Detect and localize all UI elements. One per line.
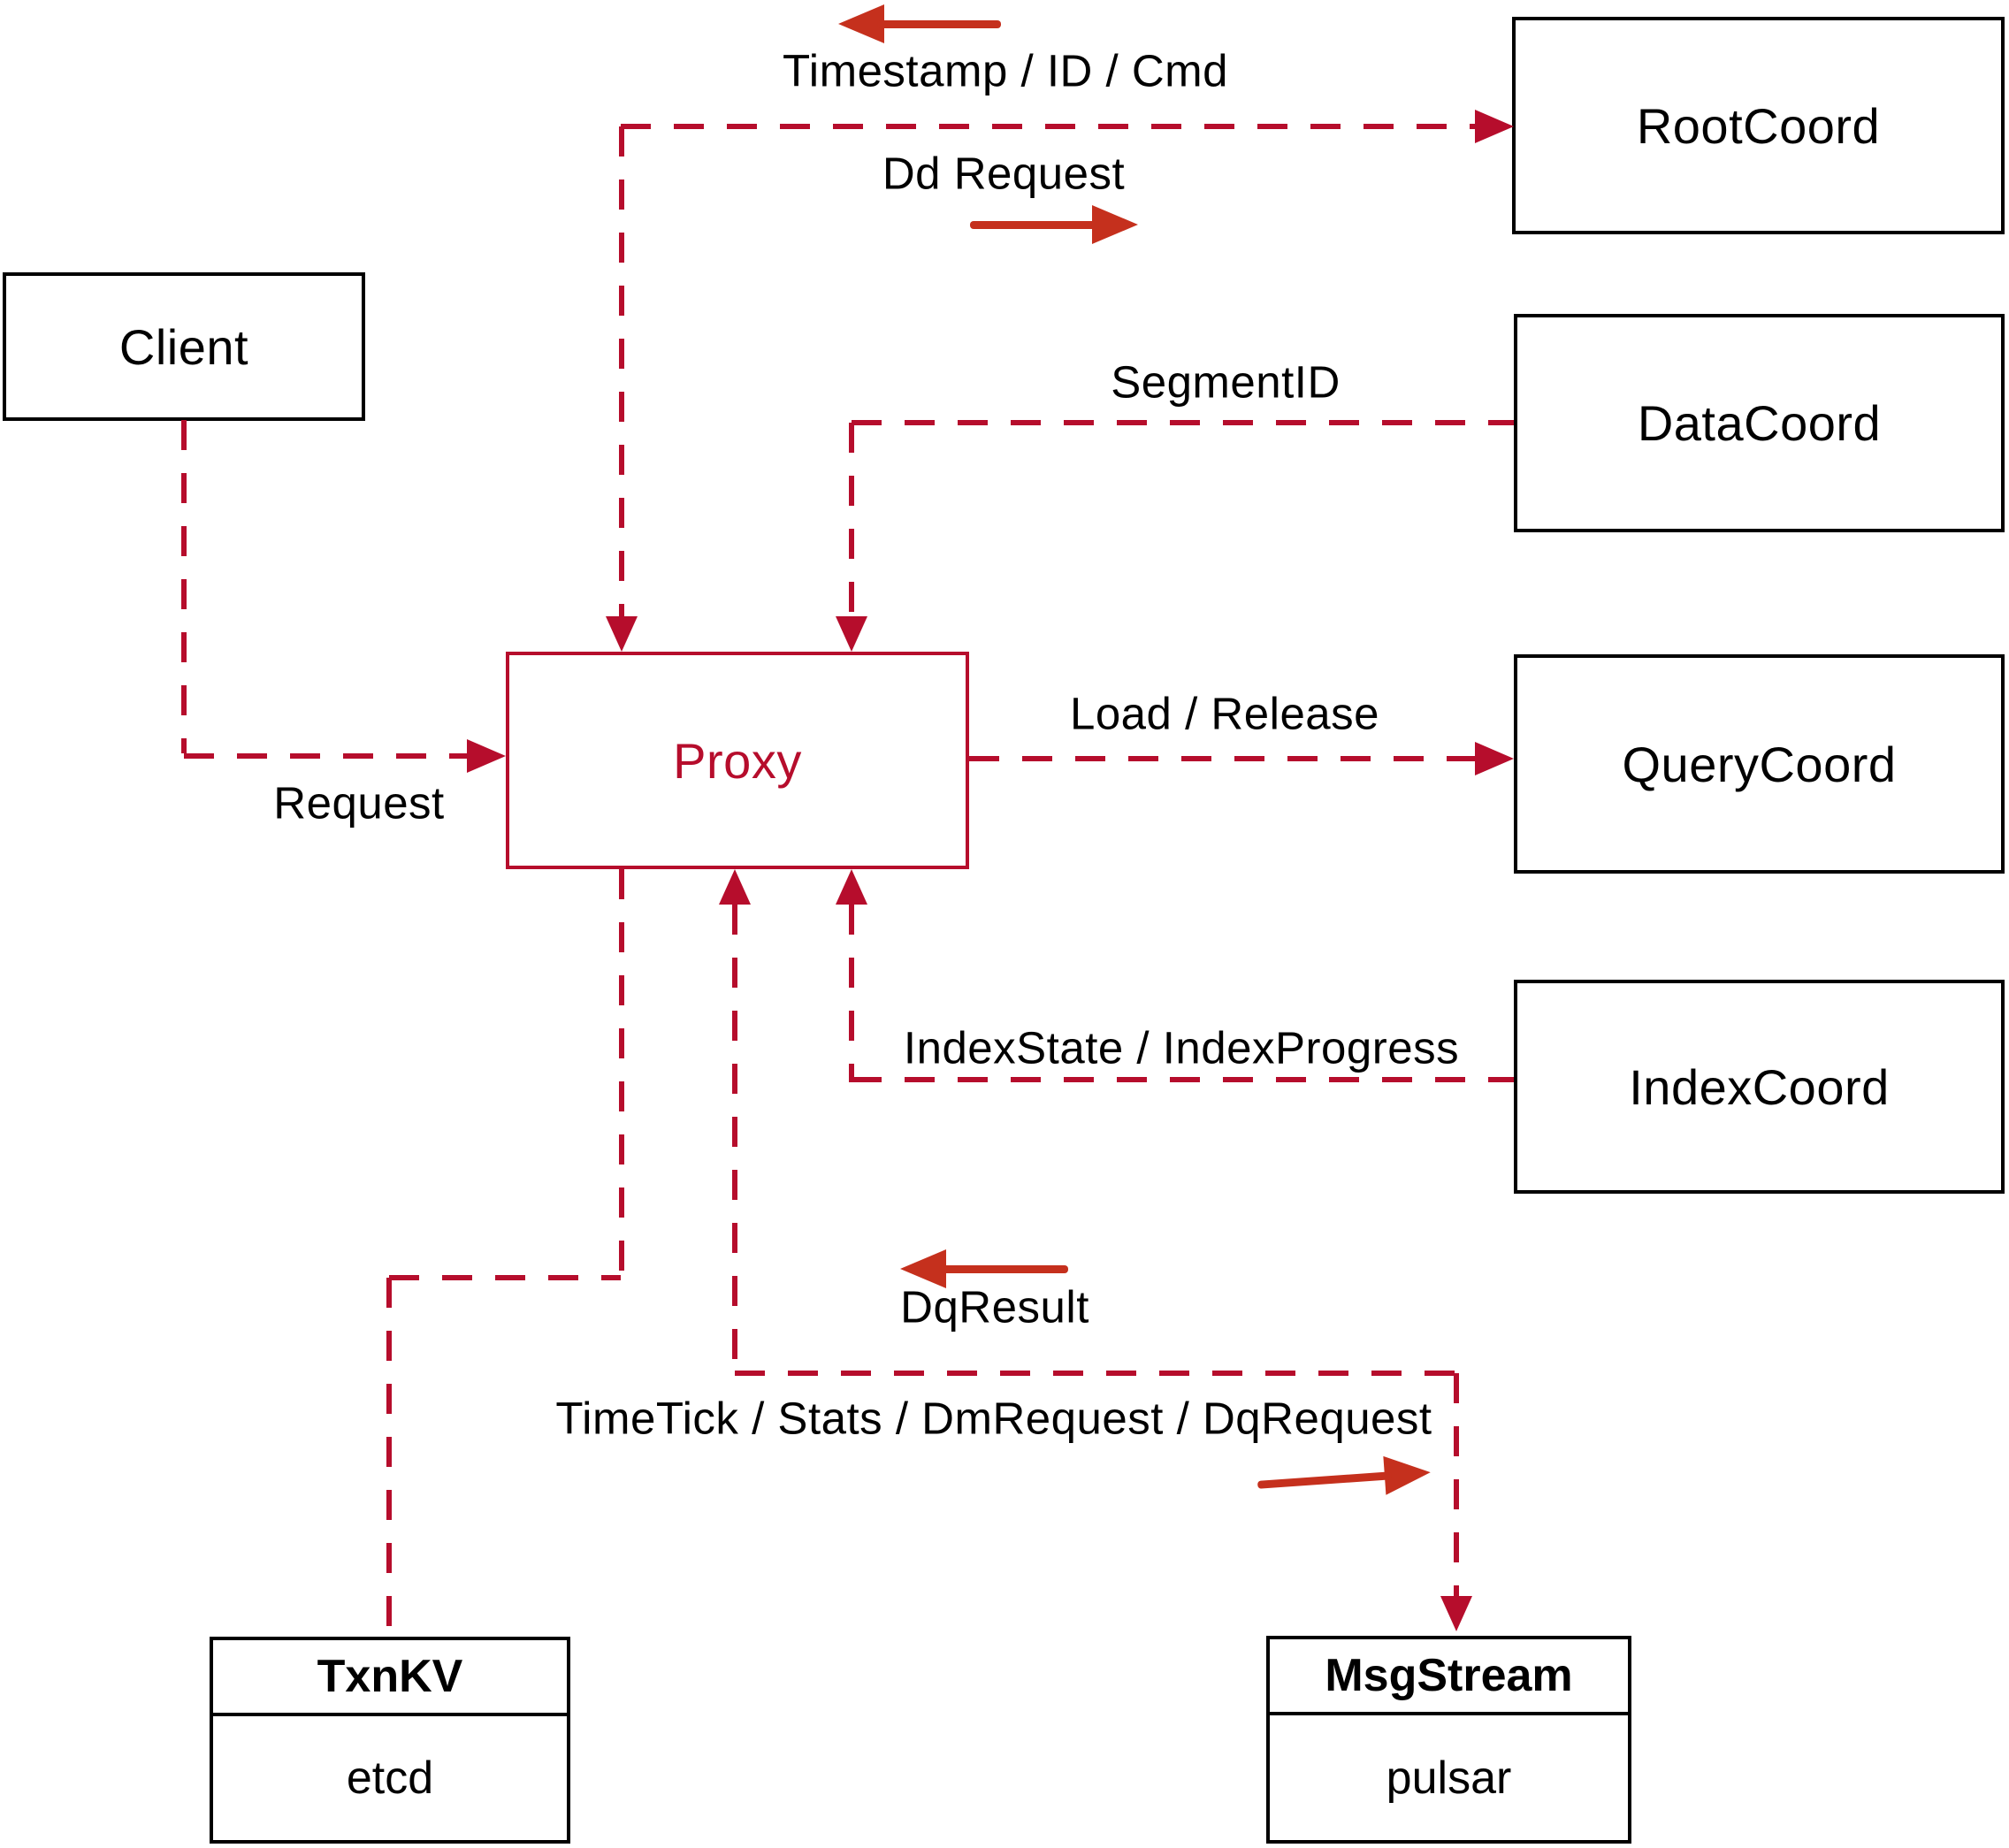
edge-proxy-txnkv-line-v2 (386, 1278, 392, 1637)
edge-proxy-querycoord-line-h (969, 756, 1475, 761)
arrowhead-into-proxy-top-right-icon (836, 616, 867, 652)
arrowhead-into-rootcoord-icon (1475, 110, 1514, 143)
rootcoord-label: RootCoord (1636, 97, 1881, 154)
arrowhead-into-proxy-left-icon (467, 739, 506, 773)
edge-label-dd-request: Dd Request (882, 148, 1126, 199)
rootcoord-node: RootCoord (1512, 17, 2005, 234)
querycoord-label: QueryCoord (1622, 736, 1897, 792)
dqresult-direction-arrow-left-icon (900, 1249, 1068, 1288)
edge-proxy-rootcoord-line-v (619, 126, 624, 616)
timetick-direction-arrow-right-icon (1257, 1453, 1432, 1504)
querycoord-node: QueryCoord (1514, 654, 2005, 874)
edge-proxy-txnkv-line-v1 (619, 869, 624, 1275)
txnkv-title: TxnKV (213, 1640, 567, 1716)
arrowhead-into-proxy-bottom-right-icon (836, 869, 867, 905)
edge-indexcoord-proxy-line-h (852, 1077, 1514, 1082)
edge-datacoord-proxy-line-h (852, 420, 1514, 425)
edge-label-indexstate-indexprogress: IndexState / IndexProgress (903, 1022, 1460, 1073)
edge-client-proxy-line-h (184, 753, 467, 759)
msgstream-node: MsgStream pulsar (1266, 1636, 1631, 1844)
datacoord-label: DataCoord (1637, 395, 1882, 451)
client-label: Client (118, 318, 249, 375)
txnkv-subtitle: etcd (346, 1753, 434, 1804)
txnkv-node: TxnKV etcd (210, 1637, 570, 1844)
edge-proxy-msgstream-line-v2 (1454, 1373, 1459, 1596)
edge-proxy-txnkv-line-h (389, 1275, 621, 1280)
indexcoord-node: IndexCoord (1514, 980, 2005, 1194)
arrowhead-into-proxy-bottom-left-icon (719, 869, 751, 905)
edge-label-request: Request (273, 777, 445, 829)
client-node: Client (3, 272, 365, 421)
indexcoord-label: IndexCoord (1629, 1058, 1890, 1115)
edge-indexcoord-proxy-line-v (849, 905, 854, 1082)
edge-proxy-msgstream-line-v1 (732, 905, 737, 1371)
arrowhead-into-proxy-top-left-icon (606, 616, 638, 652)
dd-request-direction-arrow-right-icon (970, 205, 1138, 244)
arrowhead-into-msgstream-icon (1440, 1596, 1472, 1631)
datacoord-node: DataCoord (1514, 314, 2005, 532)
msgstream-title: MsgStream (1270, 1639, 1628, 1715)
edge-label-timestamp-id-cmd: Timestamp / ID / Cmd (782, 45, 1229, 96)
edge-label-segmentid: SegmentID (1111, 356, 1341, 408)
timestamp-direction-arrow-left-icon (838, 4, 1001, 43)
edge-datacoord-proxy-line-v (849, 423, 854, 616)
edge-label-load-release: Load / Release (1069, 688, 1380, 739)
msgstream-subtitle: pulsar (1386, 1752, 1512, 1804)
edge-proxy-msgstream-line-h (735, 1371, 1456, 1376)
edge-label-timetick-stats-dmrequest-dqrequest: TimeTick / Stats / DmRequest / DqRequest (555, 1393, 1432, 1444)
edge-label-dqresult: DqResult (900, 1281, 1089, 1333)
proxy-node: Proxy (506, 652, 969, 869)
proxy-label: Proxy (673, 732, 802, 789)
edge-proxy-rootcoord-line-h (621, 124, 1475, 129)
edge-client-proxy-line-v (181, 420, 187, 753)
arrowhead-into-querycoord-icon (1475, 742, 1514, 775)
